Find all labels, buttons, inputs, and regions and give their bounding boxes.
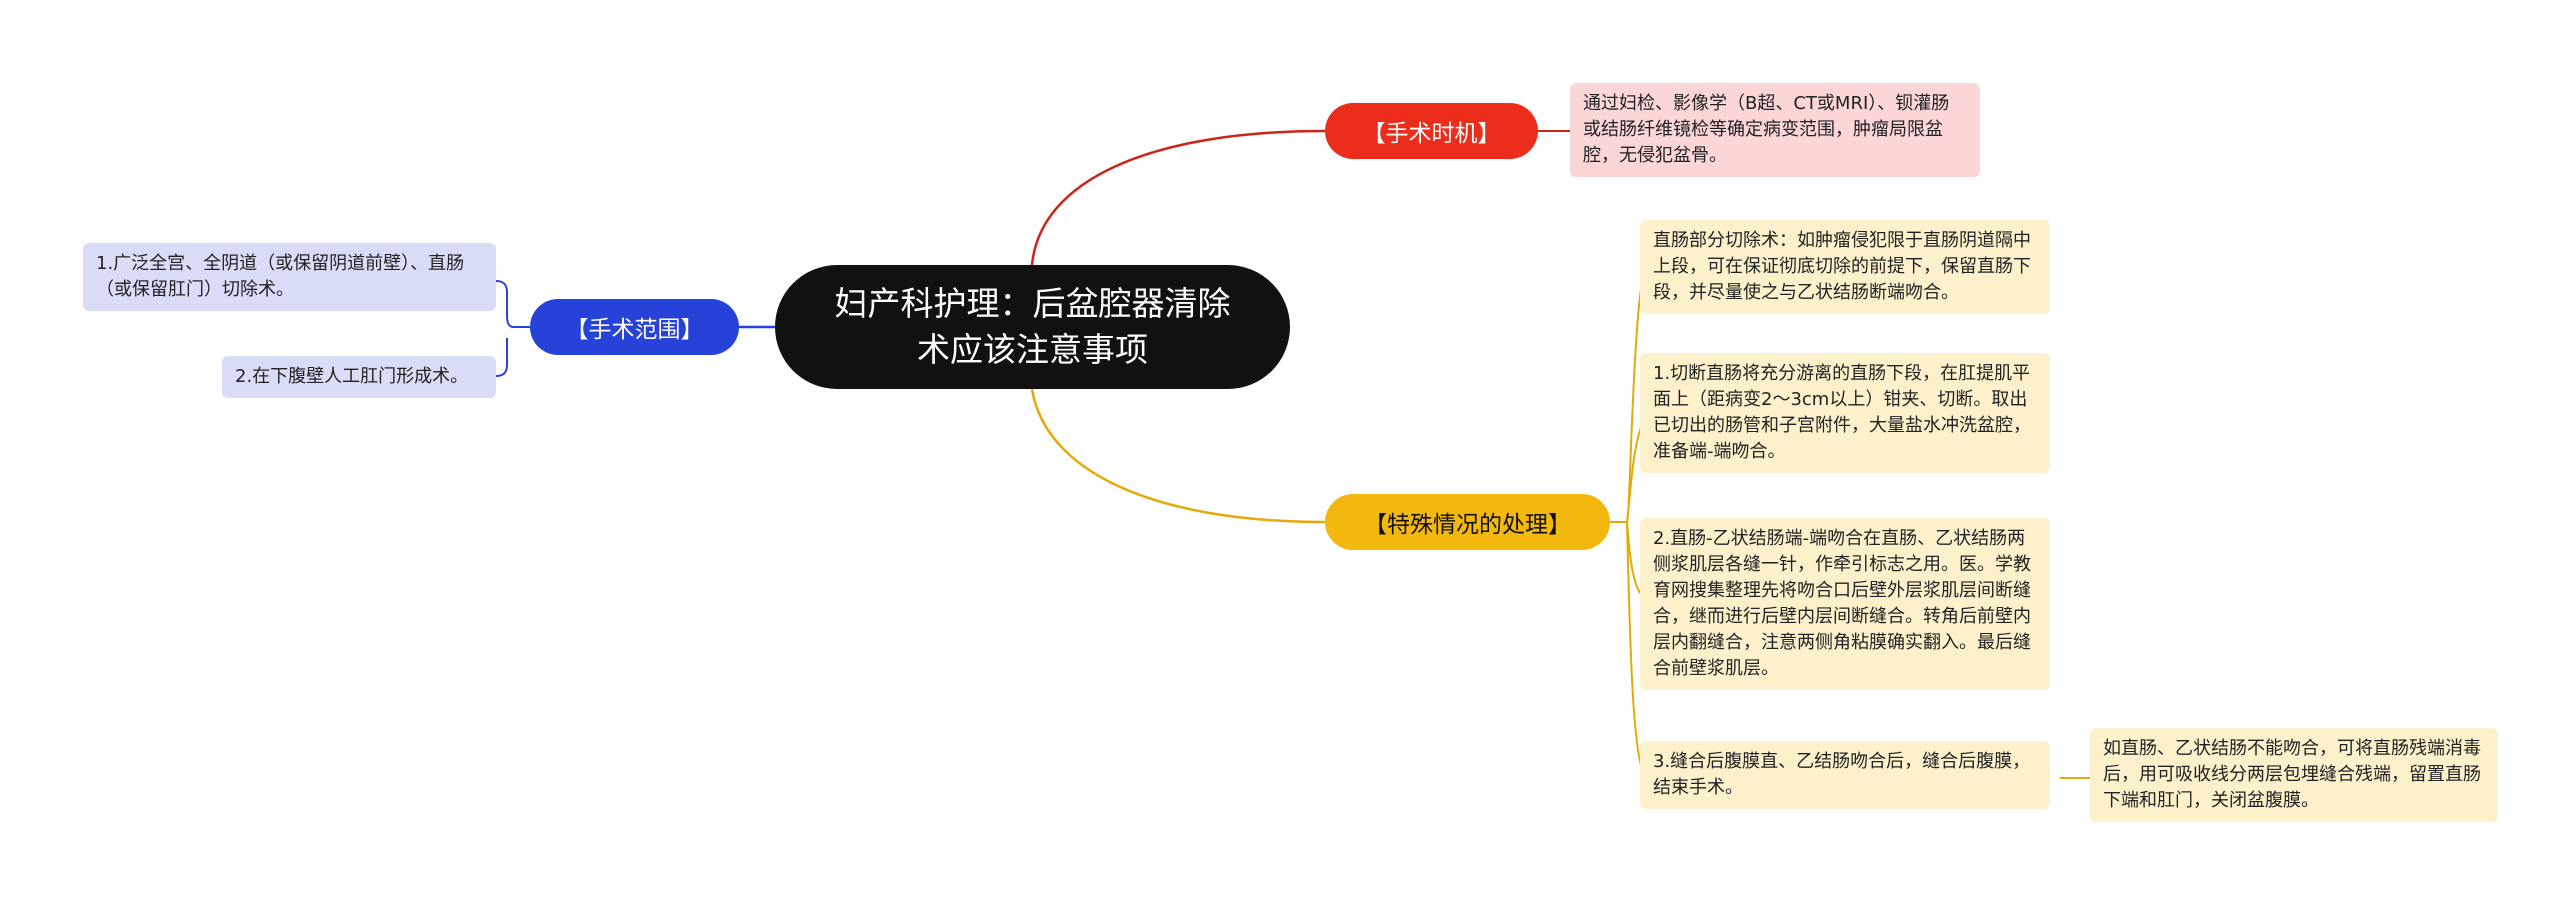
link-root-special [1030, 388, 1326, 524]
leaf-text: 直肠部分切除术：如肿瘤侵犯限于直肠阴道隔中上段，可在保证彻底切除的前提下，保留直… [1653, 230, 2031, 303]
branch-label: 【手术时机】 [1362, 121, 1501, 147]
leaf-text: 1.广泛全宫、全阴道（或保留阴道前壁）、直肠（或保留肛门）切除术。 [96, 253, 465, 300]
leaf-text: 如直肠、乙状结肠不能吻合，可将直肠残端消毒后，用可吸收线分两层包埋缝合残端，留置… [2103, 738, 2481, 811]
root-title: 妇产科护理：后盆腔器清除术应该注意事项 [834, 284, 1231, 369]
branch-label: 【特殊情况的处理】 [1364, 512, 1571, 538]
leaf-text: 1.切断直肠将充分游离的直肠下段，在肛提肌平面上（距病变2～3cm以上）钳夹、切… [1653, 363, 2031, 462]
leaf-text: 通过妇检、影像学（B超、CT或MRI）、钡灌肠或结肠纤维镜检等确定病变范围，肿瘤… [1583, 93, 1950, 166]
leaf-timing-1[interactable]: 通过妇检、影像学（B超、CT或MRI）、钡灌肠或结肠纤维镜检等确定病变范围，肿瘤… [1570, 83, 1980, 177]
leaf-special-2[interactable]: 1.切断直肠将充分游离的直肠下段，在肛提肌平面上（距病变2～3cm以上）钳夹、切… [1640, 353, 2050, 473]
leaf-text: 3.缝合后腹膜直、乙结肠吻合后，缝合后腹膜，结束手术。 [1653, 751, 2031, 798]
root-topic[interactable]: 妇产科护理：后盆腔器清除术应该注意事项 [775, 265, 1290, 389]
link-scope-leaves [495, 280, 530, 377]
branch-label: 【手术范围】 [565, 317, 704, 343]
branch-special-handling[interactable]: 【特殊情况的处理】 [1325, 494, 1610, 550]
branch-surgery-timing[interactable]: 【手术时机】 [1325, 103, 1538, 159]
leaf-special-4-sub[interactable]: 如直肠、乙状结肠不能吻合，可将直肠残端消毒后，用可吸收线分两层包埋缝合残端，留置… [2090, 728, 2498, 822]
leaf-special-1[interactable]: 直肠部分切除术：如肿瘤侵犯限于直肠阴道隔中上段，可在保证彻底切除的前提下，保留直… [1640, 220, 2050, 314]
link-root-timing [1030, 129, 1326, 266]
leaf-scope-2[interactable]: 2.在下腹壁人工肛门形成术。 [222, 356, 496, 398]
branch-surgery-scope[interactable]: 【手术范围】 [530, 299, 739, 355]
leaf-special-4[interactable]: 3.缝合后腹膜直、乙结肠吻合后，缝合后腹膜，结束手术。 [1640, 741, 2050, 809]
leaf-scope-1[interactable]: 1.广泛全宫、全阴道（或保留阴道前壁）、直肠（或保留肛门）切除术。 [83, 243, 496, 311]
leaf-special-3[interactable]: 2.直肠-乙状结肠端-端吻合在直肠、乙状结肠两侧浆肌层各缝一针，作牵引标志之用。… [1640, 518, 2050, 690]
leaf-text: 2.直肠-乙状结肠端-端吻合在直肠、乙状结肠两侧浆肌层各缝一针，作牵引标志之用。… [1653, 528, 2031, 679]
leaf-text: 2.在下腹壁人工肛门形成术。 [235, 366, 469, 387]
